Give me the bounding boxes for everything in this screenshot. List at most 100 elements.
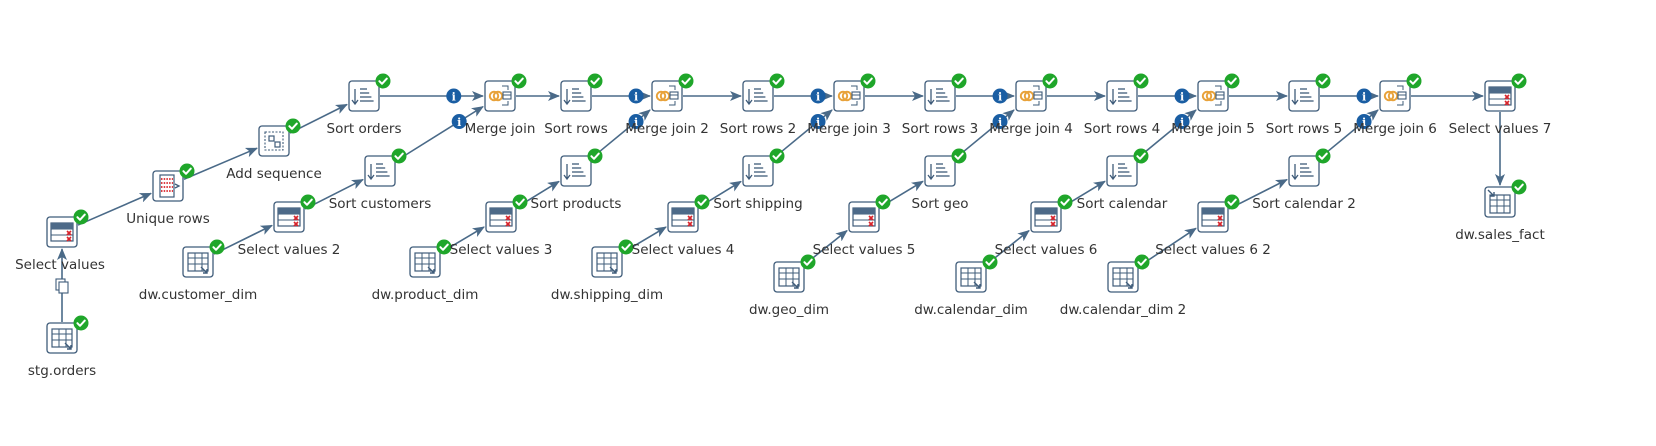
step-dw-geo-dim[interactable]: dw.geo_dim [749, 254, 829, 319]
step-label: Sort products [531, 196, 622, 212]
hop-sort-customers-to-merge-join[interactable] [395, 105, 484, 162]
info-icon: i [1174, 88, 1190, 104]
step-label: Sort geo [911, 196, 968, 212]
success-check-icon [73, 209, 89, 225]
step-select-values-6-2[interactable]: Select values 6 2 [1155, 194, 1271, 259]
success-check-icon [1315, 73, 1331, 89]
step-icon-frame [1288, 80, 1320, 112]
step-dw-product-dim[interactable]: dw.product_dim [372, 239, 479, 304]
info-icon: i [628, 114, 644, 129]
info-icon: i [1356, 88, 1372, 104]
step-label: dw.shipping_dim [551, 287, 663, 303]
step-dw-calendar-dim[interactable]: dw.calendar_dim [914, 254, 1028, 319]
step-label: Select values 2 [238, 242, 341, 258]
hop-select-values-to-unique-rows[interactable] [77, 192, 152, 226]
select-values-icon [50, 222, 74, 242]
sort-rows-icon [927, 163, 950, 181]
step-sort-geo[interactable]: Sort geo [911, 148, 969, 213]
step-sort-shipping[interactable]: Sort shipping [713, 148, 803, 213]
step-add-sequence[interactable]: Add sequence [226, 118, 322, 183]
svg-text:i: i [634, 91, 638, 104]
step-label: Sort calendar [1077, 196, 1168, 212]
step-merge-join-6[interactable]: Merge join 6 [1353, 73, 1437, 138]
info-icon: i [628, 88, 644, 104]
success-check-icon [436, 239, 452, 255]
success-check-icon [1042, 73, 1058, 89]
success-check-icon [73, 315, 89, 331]
hop-unique-rows-to-add-sequence[interactable] [183, 147, 258, 180]
select-values-icon [277, 207, 301, 227]
step-label: Sort rows 2 [720, 121, 796, 137]
step-label: Merge join 3 [807, 121, 891, 137]
table-input-icon [960, 267, 982, 289]
step-sort-orders[interactable]: Sort orders [327, 73, 402, 138]
merge-join-icon [488, 85, 512, 106]
sort-rows-icon [1291, 163, 1314, 181]
step-sort-rows-4[interactable]: Sort rows 4 [1084, 73, 1160, 138]
sort-rows-icon [927, 88, 950, 106]
step-icon-frame [1106, 155, 1138, 187]
success-check-icon [951, 73, 967, 89]
step-label: Sort rows 5 [1266, 121, 1342, 137]
table-input-icon [596, 252, 618, 274]
svg-text:i: i [457, 116, 461, 129]
merge-join-icon [655, 85, 679, 106]
step-dw-sales-fact[interactable]: dw.sales_fact [1455, 179, 1545, 244]
sort-rows-icon [1291, 88, 1314, 106]
table-input-icon [187, 252, 209, 274]
step-select-values-4[interactable]: Select values 4 [632, 194, 735, 259]
step-stg-orders[interactable]: stg.orders [28, 315, 96, 380]
step-label: Sort rows 4 [1084, 121, 1160, 137]
step-select-values-7[interactable]: Select values 7 [1449, 73, 1552, 138]
select-values-icon [489, 207, 513, 227]
step-select-values-2[interactable]: Select values 2 [238, 194, 341, 259]
step-sort-rows-2[interactable]: Sort rows 2 [720, 73, 796, 138]
step-label: dw.calendar_dim 2 [1060, 302, 1186, 318]
svg-text:i: i [1180, 116, 1184, 129]
step-label: Select values [15, 257, 105, 273]
step-label: dw.product_dim [372, 287, 479, 303]
step-sort-rows[interactable]: Sort rows [544, 73, 608, 138]
step-label: Select values 3 [450, 242, 553, 258]
step-label: Select values 7 [1449, 121, 1552, 137]
step-label: Merge join 2 [625, 121, 709, 137]
step-merge-join-2[interactable]: Merge join 2 [625, 73, 709, 138]
step-merge-join-4[interactable]: Merge join 4 [989, 73, 1073, 138]
success-check-icon [1315, 148, 1331, 164]
step-sort-calendar-2[interactable]: Sort calendar 2 [1252, 148, 1356, 213]
step-label: Add sequence [226, 166, 321, 182]
success-check-icon [375, 73, 391, 89]
step-dw-shipping-dim[interactable]: dw.shipping_dim [551, 239, 663, 304]
step-sort-calendar[interactable]: Sort calendar [1077, 148, 1168, 213]
step-select-values-6[interactable]: Select values 6 [995, 194, 1098, 259]
step-unique-rows[interactable]: Unique rows [126, 163, 210, 228]
steps-layer: stg.orders Select values Unique rows Add se… [15, 73, 1552, 380]
step-label: Select values 6 2 [1155, 242, 1271, 258]
success-check-icon [875, 194, 891, 210]
unique-rows-icon [159, 174, 181, 198]
step-merge-join[interactable]: Merge join [465, 73, 536, 138]
step-sort-rows-3[interactable]: Sort rows 3 [902, 73, 978, 138]
svg-text:i: i [998, 91, 1002, 104]
step-label: dw.calendar_dim [914, 302, 1028, 318]
step-sort-customers[interactable]: Sort customers [329, 148, 432, 213]
step-dw-calendar-dim-2[interactable]: dw.calendar_dim 2 [1060, 254, 1186, 319]
svg-text:i: i [1180, 91, 1184, 104]
step-select-values-3[interactable]: Select values 3 [450, 194, 553, 259]
step-label: Merge join 4 [989, 121, 1073, 137]
step-dw-customer-dim[interactable]: dw.customer_dim [139, 239, 257, 304]
info-icon: i [810, 88, 826, 104]
step-icon-frame [1288, 155, 1320, 187]
table-input-icon [51, 328, 73, 350]
step-merge-join-3[interactable]: Merge join 3 [807, 73, 891, 138]
step-sort-rows-5[interactable]: Sort rows 5 [1266, 73, 1342, 138]
info-icon: i [810, 114, 826, 129]
sort-rows-icon [745, 163, 768, 181]
step-sort-products[interactable]: Sort products [531, 148, 622, 213]
step-select-values-5[interactable]: Select values 5 [813, 194, 916, 259]
success-check-icon [512, 194, 528, 210]
step-merge-join-5[interactable]: Merge join 5 [1171, 73, 1255, 138]
copy-rows-icon [55, 278, 69, 294]
step-select-values[interactable]: Select values [15, 209, 105, 274]
